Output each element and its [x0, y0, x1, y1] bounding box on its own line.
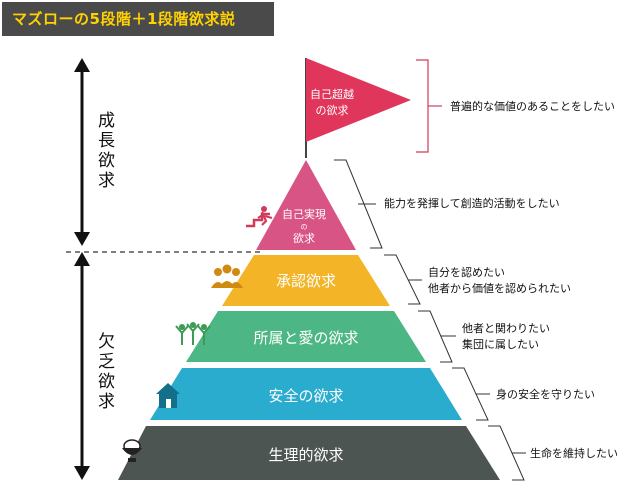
house-icon [156, 383, 180, 408]
desc-self-actualization: 能力を発揮して創造的活動をしたい [384, 196, 560, 210]
svg-text:所属と愛の欲求: 所属と愛の欲求 [253, 329, 358, 347]
svg-text:の: の [301, 223, 308, 231]
people-cheering-icon [175, 322, 211, 345]
svg-text:安全の欲求: 安全の欲求 [268, 387, 343, 405]
svg-text:承認欲求: 承認欲求 [276, 272, 336, 290]
desc-esteem-line1: 自分を認めたい [428, 265, 505, 279]
svg-text:欲求: 欲求 [293, 231, 315, 245]
page-title: マズローの5段階＋1段階欲求説 [2, 2, 274, 36]
growth-needs-label: 成 長 欲 求 [98, 111, 115, 191]
tier-self-actualization: 自己実現 の 欲求 [256, 160, 356, 250]
svg-text:欲: 欲 [98, 372, 115, 392]
svg-text:乏: 乏 [98, 352, 115, 372]
self-transcendence-flag: 自己超越 の欲求 [305, 58, 411, 158]
tier-physiological: 生理的欲求 [118, 426, 500, 480]
svg-text:自己実現: 自己実現 [282, 207, 326, 221]
tier-esteem: 承認欲求 [222, 255, 390, 306]
desc-love-line2: 集団に属したい [462, 337, 539, 351]
svg-text:欲: 欲 [98, 151, 115, 171]
deficiency-needs-label: 欠 乏 欲 求 [98, 332, 115, 412]
flag-label-line2: の欲求 [316, 103, 349, 117]
growth-arrow [74, 58, 90, 246]
svg-text:求: 求 [98, 392, 115, 412]
flag-description: 普遍的な価値のあることをしたい [450, 99, 615, 113]
flag-label-line1: 自己超越 [310, 87, 354, 101]
group-people-icon [211, 264, 243, 288]
flag-bracket [416, 59, 442, 153]
tier-love-belonging: 所属と愛の欲求 [186, 311, 426, 362]
desc-love-line1: 他者と関わりたい [462, 322, 550, 335]
svg-text:欠: 欠 [98, 332, 115, 352]
climbing-person-icon [246, 206, 273, 228]
desc-physiological: 生命を維持したい [530, 446, 618, 460]
tier-safety: 安全の欲求 [150, 368, 462, 420]
svg-text:生理的欲求: 生理的欲求 [268, 446, 343, 464]
desc-safety: 身の安全を守りたい [496, 387, 595, 401]
svg-text:長: 長 [98, 131, 115, 151]
deficiency-arrow [74, 252, 90, 480]
rice-bowl-icon [122, 439, 142, 462]
svg-text:成: 成 [98, 111, 115, 131]
desc-esteem-line2: 他者から価値を認められたい [428, 281, 571, 295]
svg-text:求: 求 [98, 171, 115, 191]
